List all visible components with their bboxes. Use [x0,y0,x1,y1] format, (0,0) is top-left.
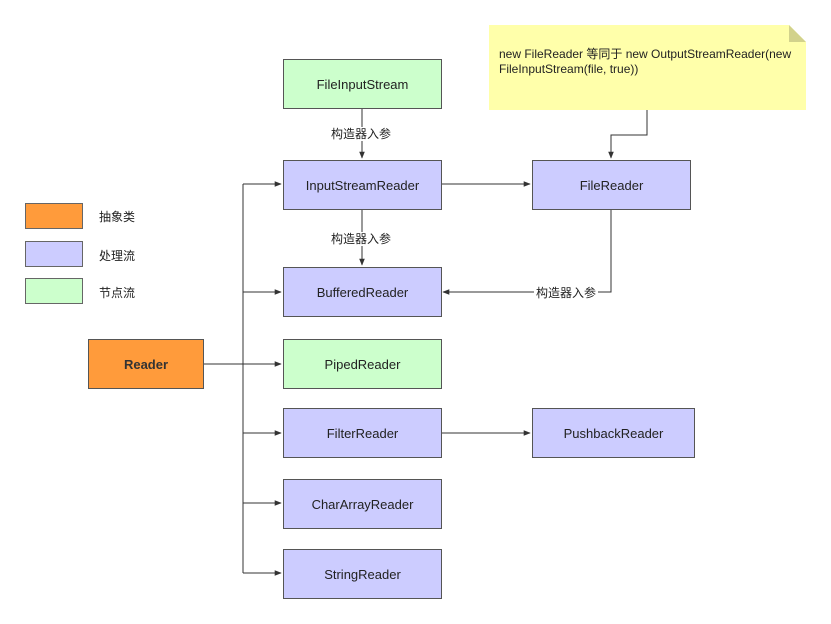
legend-swatch-abstract [25,203,83,229]
fr-to-br-edge [442,210,612,295]
legend-label-process: 处理流 [99,249,136,263]
node-char-array-reader: CharArrayReader [283,479,442,529]
edge-label-fis-to-isr: 构造器入参 [329,127,394,141]
legend-swatch-process [25,241,83,267]
node-pushback-reader: PushbackReader [532,408,695,458]
node-filter-reader: FilterReader [283,408,442,458]
legend-swatch-node [25,278,83,304]
node-piped-reader: PipedReader [283,339,442,389]
node-string-reader: StringReader [283,549,442,599]
node-file-input-stream: FileInputStream [283,59,442,109]
note-box: new FileReader 等同于 new OutputStreamReade… [489,25,806,110]
legend-label-node: 节点流 [99,286,136,300]
node-buffered-reader: BufferedReader [283,267,442,317]
note-text: new FileReader 等同于 new OutputStreamReade… [499,47,792,76]
legend-label-abstract: 抽象类 [99,210,136,224]
node-reader: Reader [88,339,204,389]
note-to-fr-edge [608,110,648,159]
node-file-reader: FileReader [532,160,691,210]
node-input-stream-reader: InputStreamReader [283,160,442,210]
edge-label-fr-to-br: 构造器入参 [534,286,599,300]
edge-label-isr-to-br: 构造器入参 [329,232,394,246]
